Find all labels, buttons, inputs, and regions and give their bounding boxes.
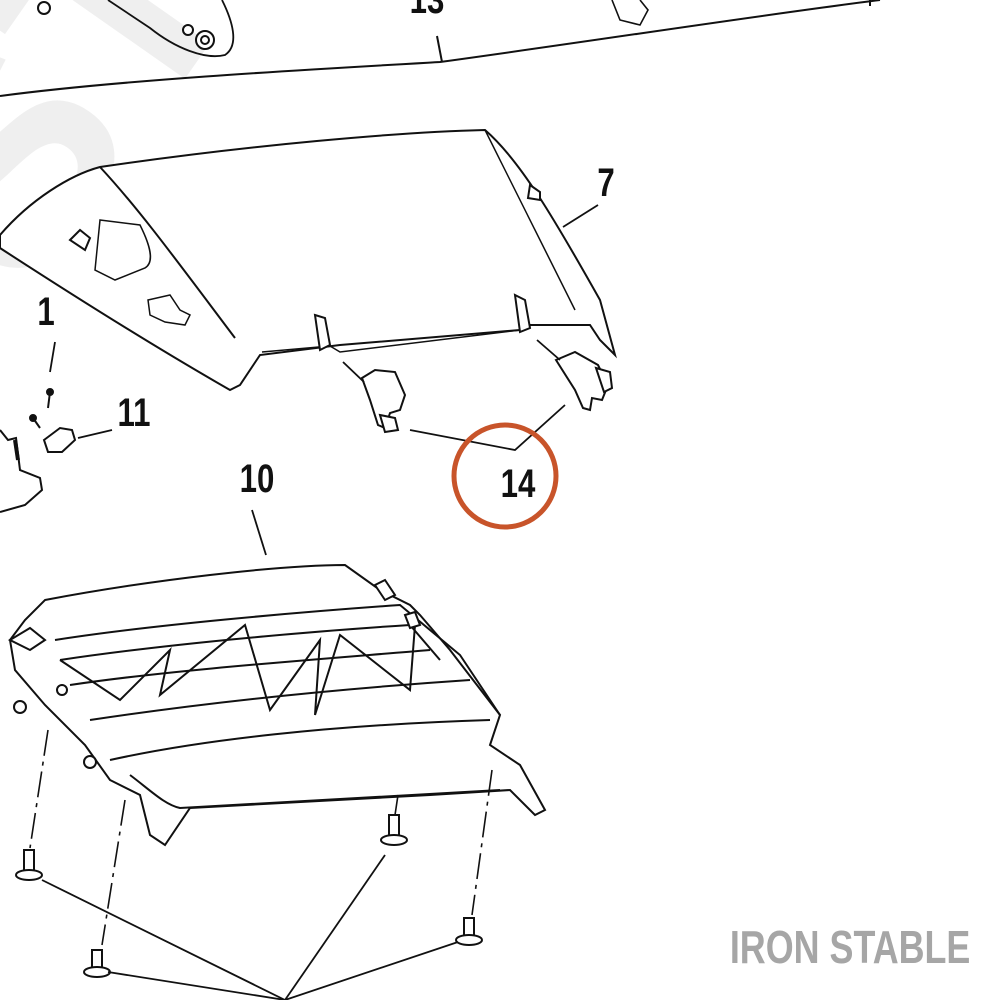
part-13-cover-edge	[0, 0, 881, 97]
callout-13: 13	[409, 0, 445, 22]
mounting-axis-lines	[29, 729, 493, 946]
callout-7: 7	[597, 161, 615, 205]
bolt-leader-lines	[41, 854, 459, 1000]
brand-watermark-label: IRON STABLE	[729, 921, 970, 973]
callout-10: 10	[239, 457, 275, 501]
bolt-c	[380, 814, 408, 846]
callout-14-highlight-ring	[451, 422, 559, 530]
bolt-b	[83, 949, 111, 978]
part-10-grille-assembly	[7, 509, 547, 847]
callout-11: 11	[117, 391, 151, 435]
bottom-bolts	[15, 814, 483, 978]
part-7-top-cover	[0, 128, 617, 392]
callout-14: 14	[500, 462, 536, 506]
callout-1: 1	[37, 290, 55, 334]
part-14-clips	[342, 339, 614, 451]
part-1-11-fasteners	[0, 341, 113, 513]
bolt-a	[15, 849, 43, 881]
bolt-d	[455, 917, 483, 946]
